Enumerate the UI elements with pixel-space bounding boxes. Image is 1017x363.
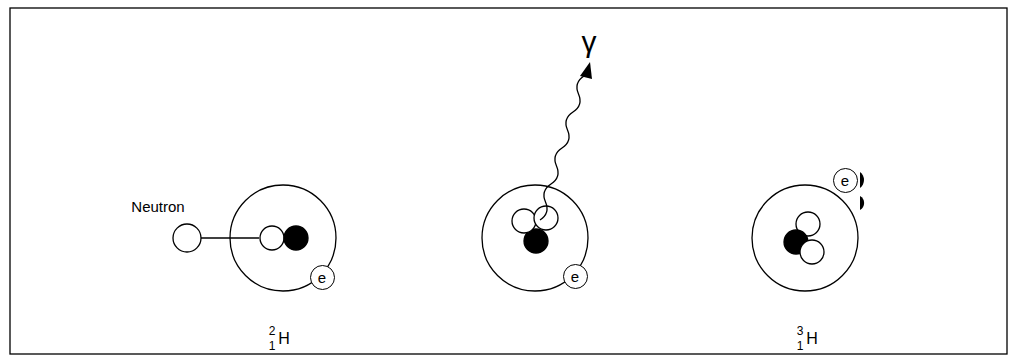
frame [10, 8, 1007, 354]
compound-atom [482, 62, 592, 291]
deuterium-atom [173, 185, 336, 291]
electron: e [310, 265, 335, 290]
mass-number: 3 [797, 325, 804, 337]
particle-label: Neutron [131, 199, 184, 214]
electron-symbol: e [318, 270, 326, 285]
electron-symbol: e [841, 173, 849, 188]
atomic-number: 1 [269, 340, 276, 352]
gamma-symbol: γ [582, 27, 597, 57]
electron: e [563, 264, 588, 289]
mass-number: 2 [269, 325, 276, 337]
atomic-number: 1 [797, 340, 804, 352]
electron: e [833, 168, 858, 193]
element-symbol: H [278, 331, 290, 347]
element-symbol: H [806, 331, 818, 347]
electron-symbol: e [571, 269, 579, 284]
